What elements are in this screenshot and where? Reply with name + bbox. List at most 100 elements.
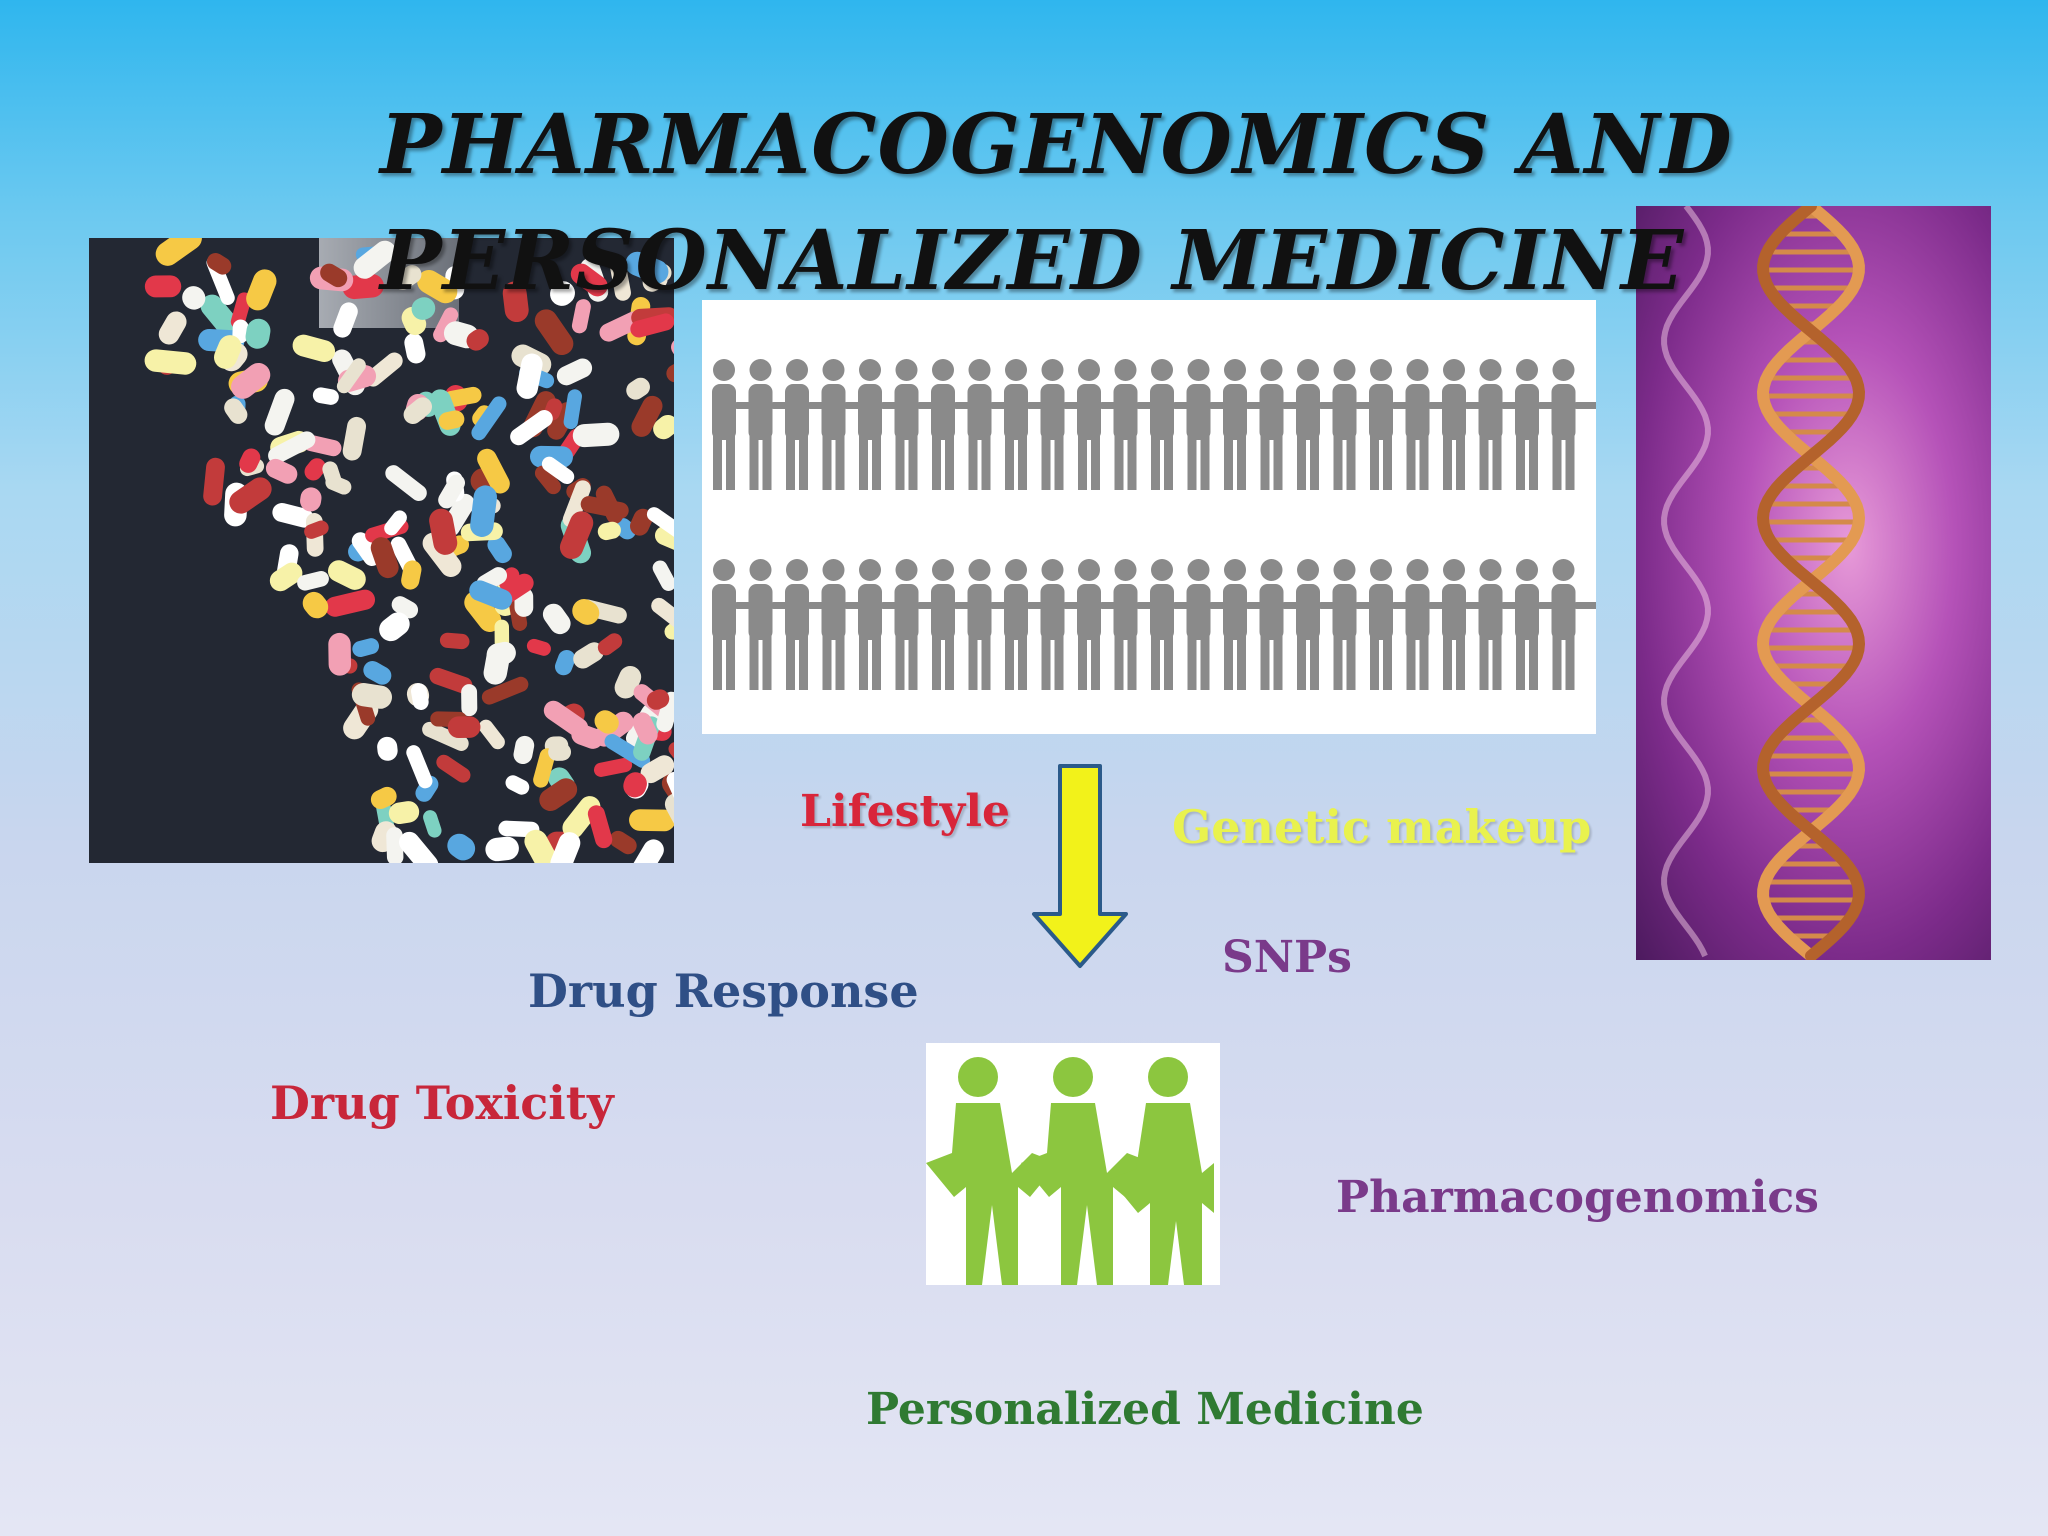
pill-shape bbox=[158, 311, 187, 345]
pill-shape bbox=[470, 485, 497, 537]
pill-shape bbox=[651, 597, 674, 633]
pill-shape bbox=[632, 712, 658, 745]
pill-shape bbox=[231, 362, 271, 399]
pill-shape bbox=[477, 448, 510, 494]
person-silhouette bbox=[1442, 359, 1492, 490]
person-silhouette bbox=[1405, 359, 1456, 490]
pill-shape bbox=[439, 632, 470, 650]
slide-title: PHARMACOGENOMICS AND PERSONALIZED MEDICI… bbox=[380, 87, 1732, 319]
pill-shape bbox=[436, 754, 471, 783]
person-silhouette bbox=[1296, 359, 1346, 490]
pill-shape bbox=[213, 335, 242, 369]
pill-shape bbox=[410, 683, 429, 710]
pill-shape bbox=[342, 416, 367, 461]
pill-shape bbox=[478, 719, 505, 750]
pill-shape bbox=[668, 741, 674, 766]
person-silhouette bbox=[858, 359, 908, 490]
pill-shape bbox=[629, 809, 674, 832]
pill-shape bbox=[300, 487, 322, 512]
pill-shape bbox=[510, 410, 553, 446]
pill-shape bbox=[203, 457, 225, 506]
pill-shape bbox=[312, 387, 339, 405]
person-silhouette bbox=[1332, 559, 1383, 690]
pill-shape bbox=[513, 735, 535, 765]
pill-shape bbox=[327, 560, 366, 590]
people-silhouettes-image bbox=[702, 300, 1602, 734]
pill-shape bbox=[630, 313, 674, 338]
pill-shape bbox=[516, 353, 543, 399]
pill-shape bbox=[386, 827, 404, 863]
pill-shape bbox=[438, 410, 465, 430]
person-silhouette bbox=[1405, 559, 1456, 690]
person-silhouette bbox=[1442, 559, 1492, 690]
pills-illustration bbox=[89, 238, 674, 863]
pill-shape bbox=[155, 238, 202, 266]
pill-shape bbox=[230, 292, 252, 329]
pill-shape bbox=[292, 334, 336, 363]
pill-shape bbox=[246, 269, 277, 311]
pill-shape bbox=[563, 389, 582, 430]
personalized-medicine-label: Personalized Medicine bbox=[866, 1384, 1424, 1435]
drug-response-label: Drug Response bbox=[528, 964, 919, 1018]
pill-shape bbox=[304, 520, 329, 539]
pill-shape bbox=[534, 465, 561, 495]
pill-shape bbox=[481, 676, 529, 705]
pill-shape bbox=[623, 772, 647, 798]
pill-shape bbox=[597, 633, 623, 656]
pill-shape bbox=[609, 830, 637, 855]
pill-shape bbox=[328, 632, 352, 676]
pill-shape bbox=[229, 477, 272, 514]
person-silhouette bbox=[748, 559, 799, 690]
pill-shape bbox=[486, 641, 516, 666]
pill-shape bbox=[572, 422, 620, 448]
pill-shape bbox=[610, 259, 631, 301]
pill-shape bbox=[351, 532, 381, 566]
person-silhouette bbox=[821, 359, 872, 490]
pill-shape bbox=[626, 377, 650, 400]
pill-shape bbox=[403, 397, 433, 425]
pill-shape bbox=[580, 496, 629, 519]
person-silhouette bbox=[1515, 559, 1565, 690]
pill-shape bbox=[654, 526, 674, 552]
pill-shape bbox=[550, 832, 581, 863]
dna-illustration bbox=[1661, 206, 1866, 960]
pill-shape bbox=[433, 307, 459, 343]
pill-shape bbox=[423, 810, 442, 838]
pill-shape bbox=[466, 329, 489, 351]
pill-shape bbox=[384, 510, 407, 536]
pill-shape bbox=[485, 836, 519, 862]
pill-shape bbox=[302, 591, 329, 619]
pill-shape bbox=[272, 502, 314, 528]
person-silhouette bbox=[967, 559, 1018, 690]
person-silhouette bbox=[1113, 559, 1164, 690]
person-silhouette bbox=[748, 359, 799, 490]
pill-shape bbox=[385, 465, 427, 501]
pill-shape bbox=[625, 251, 669, 284]
pill-shape bbox=[304, 458, 326, 481]
pill-shape bbox=[411, 297, 436, 320]
pill-shape bbox=[144, 275, 182, 298]
pill-shape bbox=[539, 778, 578, 812]
pill-shape bbox=[562, 480, 591, 528]
pill-shape bbox=[379, 612, 410, 642]
person-silhouette bbox=[1551, 359, 1602, 490]
person-silhouette bbox=[1332, 359, 1383, 490]
pill-shape bbox=[393, 265, 422, 290]
pill-shape bbox=[200, 294, 238, 335]
green-figures-illustration bbox=[926, 1057, 1214, 1301]
pill-shape bbox=[370, 786, 397, 810]
person-silhouette bbox=[1186, 559, 1237, 690]
pill-shape bbox=[502, 281, 529, 323]
pill-shape bbox=[224, 398, 248, 424]
lifestyle-label: Lifestyle bbox=[800, 786, 1010, 837]
pill-shape bbox=[429, 508, 458, 555]
pill-shape bbox=[556, 358, 593, 386]
drug-toxicity-label: Drug Toxicity bbox=[270, 1076, 614, 1130]
snps-label: SNPs bbox=[1222, 932, 1352, 983]
person-silhouette bbox=[1551, 559, 1602, 690]
pill-shape bbox=[422, 721, 469, 751]
pill-shape bbox=[353, 240, 396, 279]
person-silhouette bbox=[1478, 359, 1529, 490]
pill-shape bbox=[417, 269, 458, 304]
pill-shape bbox=[587, 805, 613, 849]
